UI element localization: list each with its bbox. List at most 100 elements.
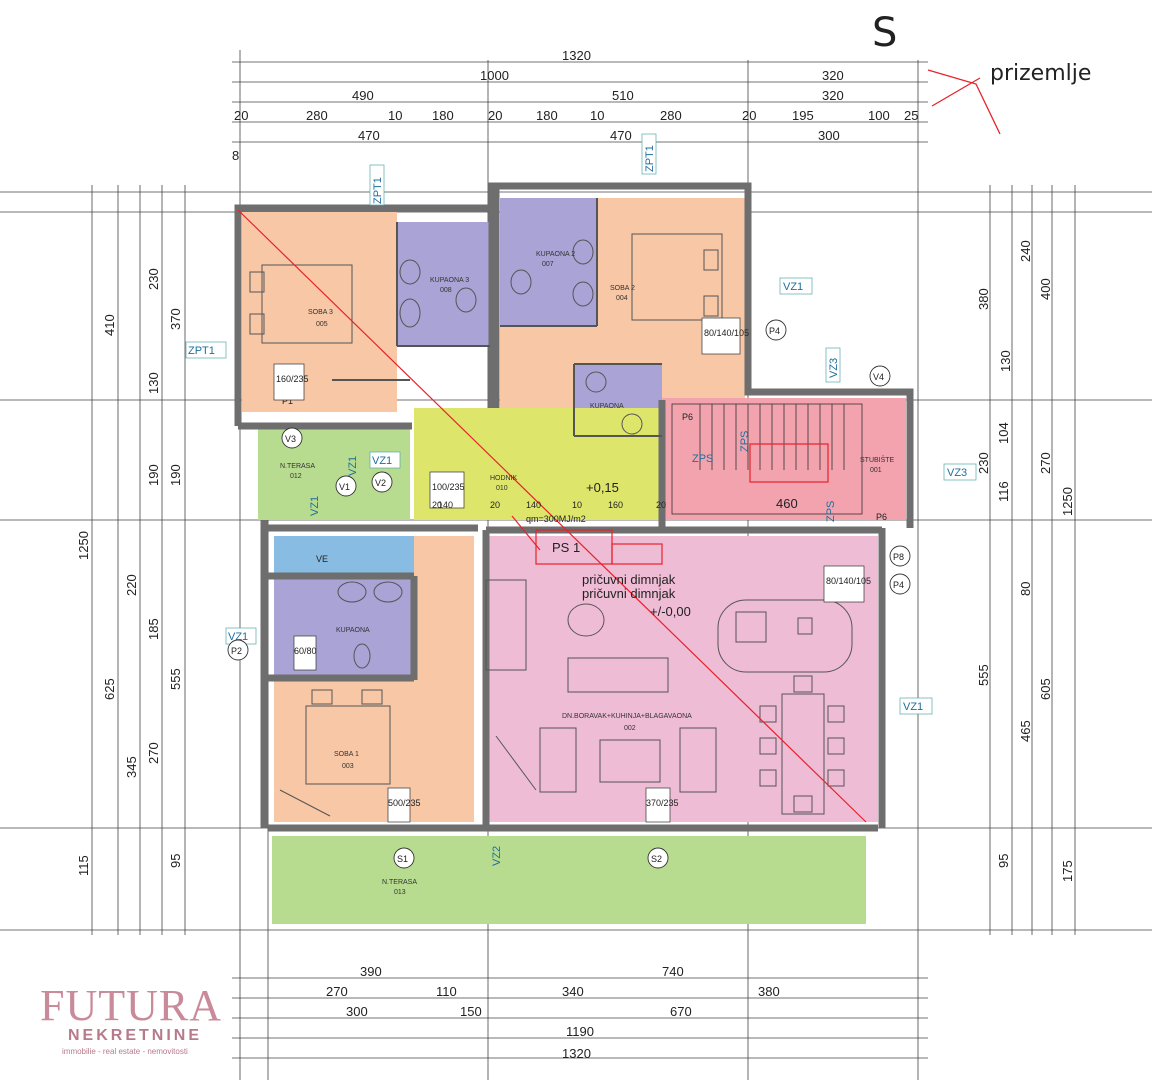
notes: +0,15 +/-0,00 qm=300MJ/m2 PS 1 pričuvni …	[316, 480, 798, 619]
bottom-dimensions: 390 740 270 110 340 380 300 150 670 1190…	[326, 964, 780, 1061]
furniture	[249, 233, 853, 817]
dim-bot-c3: 670	[670, 1004, 692, 1019]
dim-right-total: 1250	[1060, 487, 1075, 516]
room-soba-3	[242, 212, 397, 412]
room-labels: SOBA 3 005 KUPAONA 3 008 KUPAONA 2 007 S…	[280, 251, 895, 896]
sym-s2: S2	[651, 854, 662, 864]
dim-left-c4: 220	[124, 574, 139, 596]
tag-vz3: VZ3	[947, 467, 967, 479]
sym-p4: P4	[769, 326, 780, 336]
dim-left-c6: 345	[124, 756, 139, 778]
dim-top-f7: 10	[590, 108, 604, 123]
room-code: 003	[342, 763, 354, 770]
dim-left-d3: 555	[168, 668, 183, 690]
room-label: N.TERASA	[280, 463, 315, 470]
dim-right-j3: 116	[996, 481, 1011, 502]
sym-p2: P2	[231, 646, 242, 656]
dim-left-d2: 190	[168, 464, 183, 486]
dim-right-a: 400	[1038, 278, 1053, 300]
room-utility	[274, 536, 414, 574]
tag-zps: ZPS	[739, 431, 751, 452]
room-label: KUPAONA 3	[430, 277, 469, 284]
tag-vz1: VZ1	[347, 456, 359, 476]
dim-top-d: 510	[612, 88, 634, 103]
tag-vz2: VZ2	[491, 846, 503, 866]
dim-right-d: 270	[1038, 452, 1053, 474]
room-code: 004	[616, 295, 628, 302]
compass-letter: S	[872, 10, 897, 56]
dim-left-d1: 370	[168, 308, 183, 330]
dim-bot-c2: 150	[460, 1004, 482, 1019]
logo-sub: NEKRETNINE	[68, 1027, 202, 1044]
dim-top-f10: 195	[792, 108, 814, 123]
dim-right-c: 240	[1018, 240, 1033, 262]
red-markup	[237, 209, 867, 823]
fire-load: qm=300MJ/m2	[526, 514, 586, 524]
top-dimension-lines	[232, 61, 928, 143]
right-dimensions: 1250 400 380 240 270 230 555 605 465 175…	[976, 240, 1075, 882]
chimney-note: pričuvni dimnjak	[582, 586, 676, 601]
room-label: DN.BORAVAK+KUHINJA+BLAGAVAONA	[562, 713, 692, 720]
hall-dim: 20	[432, 500, 442, 510]
sym-v3: V3	[285, 434, 296, 444]
window-label: 370/235	[646, 798, 679, 808]
right-dimension-lines	[989, 185, 1076, 935]
dim-top-f8: 280	[660, 108, 682, 123]
room-label: HODNIK	[490, 475, 518, 482]
logo-tagline: immobilie - real estate - nemovitosti	[62, 1047, 188, 1056]
dim-top-f5: 20	[488, 108, 502, 123]
tag-vz1: VZ1	[309, 496, 321, 516]
window-label: 80/140/105	[704, 328, 749, 338]
dim-right-g: 605	[1038, 678, 1053, 700]
dim-top-f4: 180	[432, 108, 454, 123]
elevation-living: +/-0,00	[650, 604, 691, 619]
window-tags	[273, 317, 865, 823]
dim-top-f2: 280	[306, 108, 328, 123]
plan-title: prizemlje	[990, 61, 1091, 86]
room-label: N.TERASA	[382, 879, 417, 886]
dim-right-f: 555	[976, 664, 991, 686]
elevation-hall: +0,15	[586, 480, 619, 495]
dim-left-c7: 115	[76, 855, 91, 876]
room-label: KUPAONA	[590, 403, 624, 410]
dim-right-j2: 104	[996, 422, 1011, 444]
tag-vz1: VZ1	[903, 701, 923, 713]
utility-label: VE	[316, 554, 328, 564]
tag-zpt1: ZPT1	[372, 177, 384, 204]
dim-bot-d: 1190	[566, 1024, 594, 1039]
hall-dim: 140	[438, 500, 453, 510]
dim-top-c: 490	[352, 88, 374, 103]
sym-v4: V4	[873, 372, 884, 382]
room-label: SOBA 2	[610, 285, 635, 292]
dim-bot-a1: 390	[360, 964, 382, 979]
dim-top-f1: 20	[234, 108, 248, 123]
fire-sector: PS 1	[552, 540, 580, 555]
room-code: 007	[542, 261, 554, 268]
dim-bot-c1: 300	[346, 1004, 368, 1019]
dim-top-total: 1320	[562, 48, 591, 63]
window-label: 60/80	[294, 646, 317, 656]
room-kupaona-2	[500, 198, 597, 326]
dim-bot-b4: 380	[758, 984, 780, 999]
hall-dim: 20	[656, 500, 666, 510]
dim-left-a: 410	[102, 314, 117, 336]
dim-bot-b1: 270	[326, 984, 348, 999]
room-terasa-s	[272, 836, 866, 924]
dim-top-g1: 8	[232, 148, 239, 163]
room-label: KUPAONA 2	[536, 251, 575, 258]
room-code: 008	[440, 287, 452, 294]
room-label: STUBIŠTE	[860, 455, 895, 464]
hall-dim: 160	[608, 500, 623, 510]
dim-top-f3: 10	[388, 108, 402, 123]
dim-top-g3: 470	[610, 128, 632, 143]
dim-left-total: 1250	[76, 531, 91, 560]
window-label: 500/235	[388, 798, 421, 808]
dim-right-h: 465	[1018, 720, 1033, 742]
sym-v2: V2	[375, 478, 386, 488]
dim-right-j4: 80	[1018, 582, 1033, 596]
symbol-labels: P4 P4 P8 V3 V1 V2 V4 P2 S1 S2 P6 P1 P6	[231, 326, 904, 864]
room-code: 013	[394, 889, 406, 896]
sym-p6-red: P6	[682, 412, 693, 422]
dim-top-b: 320	[822, 68, 844, 83]
